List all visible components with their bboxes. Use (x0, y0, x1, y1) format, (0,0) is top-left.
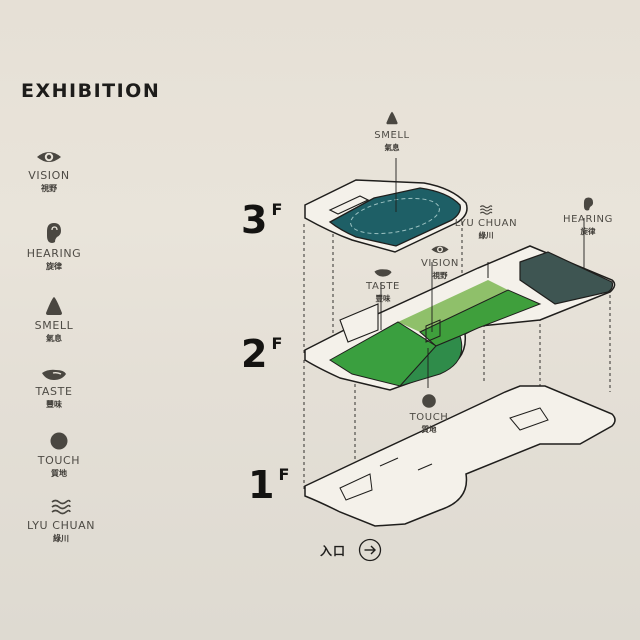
legend-label-zh: 氣息 (46, 334, 62, 343)
touch-zone (398, 335, 463, 387)
entrance-marker: 入口 (320, 538, 382, 562)
waves-icon (51, 499, 71, 515)
eye-icon (37, 152, 61, 162)
page-title: EXHIBITION (21, 80, 161, 102)
legend-label: VISION (28, 169, 70, 182)
map-label-taste: TASTE 豐味 (343, 268, 423, 304)
map-label-hearing: HEARING 旋律 (548, 196, 628, 237)
legend-label: TASTE (35, 385, 73, 398)
legend-label: LYU CHUAN (26, 519, 96, 532)
triangle-icon (46, 297, 62, 315)
hearing-zone (519, 251, 614, 305)
legend-label: SMELL (34, 319, 74, 332)
legend-item-vision: VISION 視野 (9, 148, 89, 194)
legend-item-touch: TOUCH 質地 (19, 431, 99, 479)
legend-item-taste: TASTE 豐味 (14, 368, 94, 410)
ear-icon (47, 223, 61, 243)
legend-label-zh: 質地 (51, 469, 67, 478)
legend-label: HEARING (26, 247, 82, 260)
legend-item-hearing: HEARING 旋律 (14, 222, 94, 272)
legend-label-zh: 豐味 (46, 400, 62, 409)
floor-3-plan (304, 158, 468, 253)
map-label-touch: TOUCH 質地 (389, 393, 469, 435)
map-label-vision: VISION 視野 (400, 243, 480, 281)
ear-icon (583, 197, 593, 211)
legend-item-smell: SMELL 氣息 (14, 296, 94, 344)
circle-icon (422, 394, 436, 408)
legend-item-lyu-chuan: LYU CHUAN 綠川 (21, 498, 101, 544)
map-label-lyu-chuan: LYU CHUAN 綠川 (446, 204, 526, 241)
legend-label-zh: 綠川 (53, 534, 69, 543)
floor-1-plan (304, 385, 616, 527)
triangle-icon (386, 111, 398, 125)
floor-2-plan (304, 218, 616, 391)
legend-label-zh: 視野 (41, 184, 57, 193)
circle-icon (50, 432, 68, 450)
smell-zone (328, 187, 461, 247)
legend-label-zh: 旋律 (46, 262, 62, 271)
waves-icon (479, 205, 493, 215)
entrance-label: 入口 (320, 543, 347, 558)
tongue-icon (374, 269, 392, 277)
map-label-smell: SMELL 氣息 (352, 110, 432, 153)
legend-label: TOUCH (37, 454, 81, 467)
arrow-right-circle-icon (358, 538, 382, 562)
tongue-icon (42, 369, 66, 380)
eye-icon (431, 245, 449, 254)
vision-zone-light (398, 280, 508, 332)
